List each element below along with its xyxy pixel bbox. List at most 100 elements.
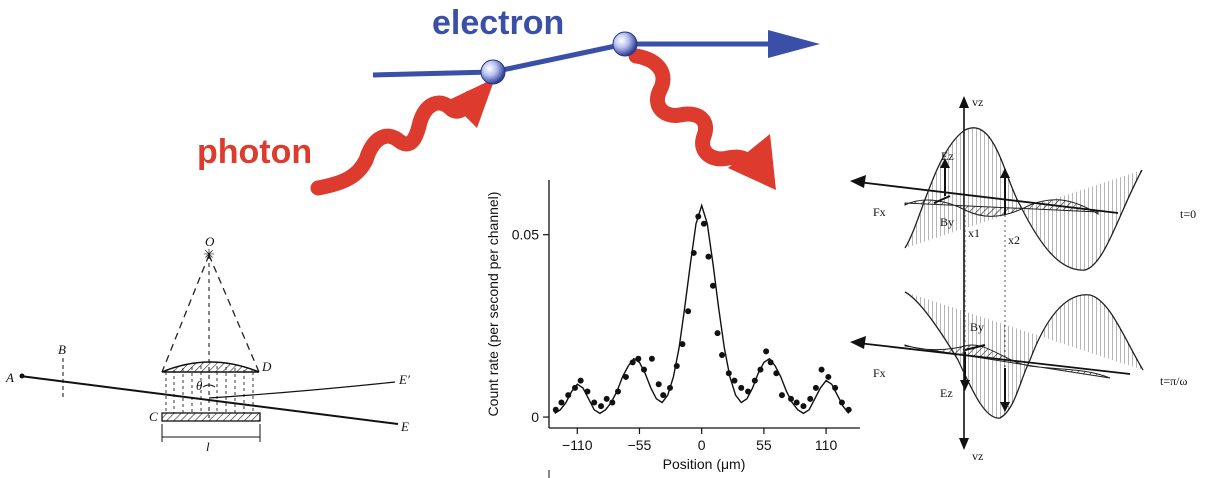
data-point [751,377,758,384]
data-point [700,220,707,227]
x-tick-label: 55 [756,437,772,453]
electron-path-incoming [372,69,494,78]
data-point [763,348,770,355]
photon-label: photon [197,133,312,171]
label-C: C [149,409,158,424]
data-point [679,341,686,348]
y-tick-label: 0.05 [512,227,539,243]
data-point [635,355,642,362]
data-point [685,308,692,315]
by-arrow-line-t1 [964,344,986,351]
y-tick-labels: 00.05 [512,227,539,425]
beam-AE [19,375,399,425]
e-wave-t0 [904,127,1143,271]
cone-right [208,254,260,373]
data-point [719,352,726,359]
data-points [552,213,852,413]
fit-curve [554,203,850,415]
ez-arrowhead-t0 [940,158,950,168]
label-E-prime: E′ [398,372,410,387]
data-point [598,403,605,410]
e-arrowhead-x2-t0 [1000,168,1010,178]
data-point [838,399,845,406]
scattering-diagram: electron photon [197,4,820,196]
label-Fx-t0: Fx [873,205,886,219]
data-point [622,373,629,380]
by-arrow-line-t0 [933,195,951,204]
label-t0: t=0 [1180,207,1196,221]
data-point [629,359,636,366]
label-t1: t=π/ω [1160,374,1187,388]
x-tick-label: 110 [815,437,838,453]
data-point [767,359,774,366]
data-point [572,384,579,391]
vz-arrow-up [959,96,969,108]
data-point [667,384,674,391]
label-x1: x1 [968,226,980,240]
label-By-t0: By [940,215,954,229]
label-B: B [58,342,66,357]
tick-layer [543,234,827,434]
photon-outgoing-arrowhead [728,134,776,190]
label-vz-bottom: vz [972,449,983,463]
e-arrowhead-x2-t1 [1000,402,1010,412]
data-point [648,355,655,362]
data-point [591,399,598,406]
star-point-O: ✳ [203,247,215,263]
x-tick-label: 0 [698,437,706,453]
x-axis-label: Position (μm) [663,456,746,472]
data-point [725,370,732,377]
data-point [673,363,680,369]
label-O: O [205,234,215,249]
data-point [614,388,621,395]
electron-arrowhead [768,30,820,58]
label-theta: θ [196,378,203,393]
data-point [825,373,832,380]
label-x2: x2 [1008,233,1020,247]
cone-left [161,254,210,373]
data-point [807,395,814,402]
fx-line-t0 [857,181,1119,214]
data-point [603,395,610,402]
photon-outgoing-wave [628,48,760,176]
photon-incoming-wave [310,90,478,196]
vz-arrow-down [959,438,969,450]
data-point [731,377,738,384]
label-Ez-t1: Ez [940,386,953,400]
y-axis-label: Count rate (per second per channel) [485,192,501,417]
electron-ball-2 [612,31,638,57]
label-E: E [400,419,409,434]
wave-diagram: vz vz Ez By Fx x1 x2 t=0 By Ez Fx t=π/ [850,95,1196,463]
electron-ball-1 [480,59,506,85]
data-point [584,388,591,395]
fx-line-t1 [857,342,1131,375]
data-point [660,392,667,399]
data-point [577,377,584,384]
data-point [695,213,702,220]
b-wave-t1 [904,344,1111,379]
y-tick-label: 0 [531,409,539,425]
label-vz-top: vz [972,95,983,109]
plate-C [161,412,261,422]
data-point [812,384,819,391]
b-wave-t0 [904,199,1099,217]
data-point [655,381,662,388]
beam-origin-dot [19,373,25,379]
data-point [709,282,716,289]
data-point [773,370,780,377]
electron-path-mid [492,41,626,75]
label-By-t1: By [970,320,984,334]
electron-label: electron [432,4,564,42]
data-point [552,406,559,413]
data-point [757,366,764,373]
data-point [800,403,807,410]
data-point [690,249,697,256]
data-point [738,384,745,391]
data-point [714,330,721,337]
photon-incoming-arrowhead [449,78,495,128]
data-point [609,399,616,406]
data-point [745,388,752,395]
data-point [788,395,795,402]
